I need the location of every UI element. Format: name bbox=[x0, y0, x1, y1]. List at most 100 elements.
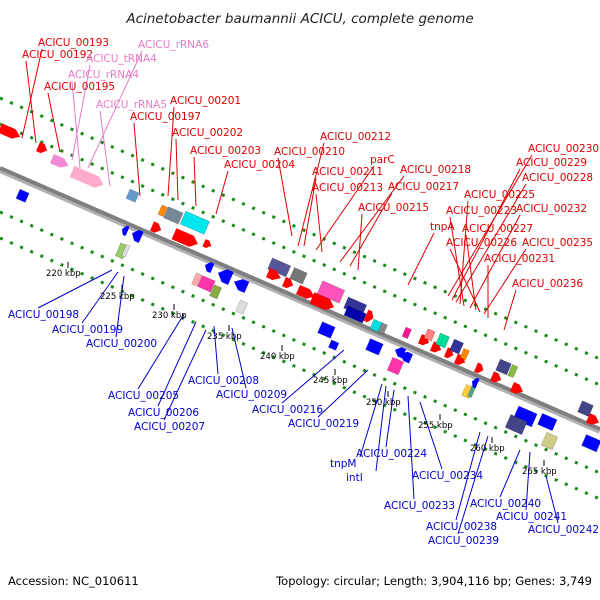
gene-feature bbox=[69, 165, 104, 188]
ruler-label: 260 kbp bbox=[470, 444, 505, 454]
bottom-label-leader bbox=[385, 389, 395, 448]
gene-arrow-forward bbox=[50, 154, 69, 168]
top-label-leader bbox=[25, 60, 37, 144]
gene-arrow-forward bbox=[363, 309, 374, 323]
accession-text: Accession: NC_010611 bbox=[8, 574, 139, 588]
ruler-label: 230 kbp bbox=[152, 311, 187, 321]
top-gene-label: ACICU_tRNA4 bbox=[86, 53, 157, 65]
gene-box bbox=[289, 267, 308, 285]
gene-feature bbox=[540, 431, 559, 451]
top-gene-label: ACICU_00227 bbox=[462, 223, 533, 235]
top-gene-label: ACICU_00204 bbox=[224, 159, 295, 171]
gene-box bbox=[504, 414, 528, 435]
gene-box bbox=[377, 322, 388, 335]
ruler-label: 220 kbp bbox=[46, 269, 81, 279]
bottom-label-leader bbox=[157, 321, 197, 407]
gene-arrow-forward bbox=[36, 141, 48, 154]
ruler-label: 245 kbp bbox=[313, 376, 348, 386]
gene-box bbox=[401, 326, 412, 340]
top-gene-label: parC bbox=[370, 154, 395, 166]
top-label-leader bbox=[71, 80, 81, 169]
gene-box bbox=[581, 434, 600, 453]
gene-feature bbox=[586, 413, 600, 425]
bottom-gene-label: ACICU_00200 bbox=[86, 338, 157, 350]
gene-feature bbox=[537, 413, 558, 432]
top-label-leader bbox=[71, 64, 91, 161]
ruler-label: 240 kbp bbox=[260, 352, 295, 362]
gene-feature bbox=[122, 225, 130, 237]
gene-features bbox=[0, 123, 600, 453]
label-leaders bbox=[21, 48, 559, 535]
top-label-leader bbox=[21, 48, 43, 139]
gene-box bbox=[316, 280, 346, 304]
bottom-gene-label: ACICU_00224 bbox=[356, 448, 427, 460]
top-gene-label: ACICU_00217 bbox=[388, 181, 459, 193]
gene-arrow-reverse bbox=[472, 377, 480, 389]
gene-feature bbox=[577, 400, 594, 417]
bottom-gene-label: ACICU_00208 bbox=[188, 375, 259, 387]
gene-arrow-reverse bbox=[205, 262, 215, 273]
top-gene-label: ACICU_rRNA4 bbox=[68, 69, 139, 81]
gene-box bbox=[507, 363, 519, 379]
bottom-gene-label: ACICU_00219 bbox=[288, 418, 359, 430]
gene-arrow-reverse bbox=[132, 229, 144, 243]
gene-arrow-forward bbox=[171, 228, 198, 247]
gene-feature bbox=[179, 210, 211, 235]
bottom-label-leader bbox=[213, 325, 219, 375]
gene-feature bbox=[0, 123, 21, 139]
gene-box bbox=[15, 188, 30, 203]
bottom-label-leader bbox=[419, 401, 443, 470]
gene-feature bbox=[309, 292, 335, 311]
gene-feature bbox=[218, 269, 234, 285]
gene-box bbox=[459, 347, 470, 361]
bottom-label-leader bbox=[359, 383, 383, 458]
gene-feature bbox=[15, 188, 30, 203]
gene-arrow-forward bbox=[266, 267, 281, 280]
top-gene-label: ACICU_rRNA5 bbox=[96, 99, 167, 111]
ruler-label: 225 kbp bbox=[100, 292, 135, 302]
gene-feature bbox=[365, 338, 384, 356]
top-gene-label: ACICU_00230 bbox=[528, 143, 599, 155]
gene-box bbox=[423, 328, 436, 342]
gene-arrow-forward bbox=[0, 123, 21, 139]
gene-box bbox=[317, 321, 336, 339]
bottom-label-leader bbox=[407, 395, 415, 500]
gene-feature bbox=[266, 267, 281, 280]
gene-feature bbox=[510, 382, 524, 394]
gene-box bbox=[328, 339, 340, 351]
gene-feature bbox=[507, 363, 519, 379]
bottom-gene-label: ACICU_00198 bbox=[8, 309, 79, 321]
bottom-label-leader bbox=[281, 349, 345, 404]
gene-feature bbox=[125, 188, 140, 203]
top-label-leader bbox=[357, 213, 363, 271]
gene-arrow-forward bbox=[150, 221, 162, 233]
bottom-gene-label: ACICU_00206 bbox=[128, 407, 199, 419]
bottom-gene-label: ACICU_00205 bbox=[108, 390, 179, 402]
gene-box bbox=[540, 431, 559, 451]
bottom-gene-label: ACICU_00216 bbox=[252, 404, 323, 416]
gene-box bbox=[121, 244, 131, 258]
top-gene-label: ACICU_00201 bbox=[170, 95, 241, 107]
ruler-label: 235 kbp bbox=[207, 332, 242, 342]
gene-feature bbox=[328, 339, 340, 351]
gene-feature bbox=[495, 358, 512, 376]
gene-feature bbox=[317, 321, 336, 339]
ruler-label: 265 kbp bbox=[522, 467, 557, 477]
gene-feature bbox=[459, 347, 470, 361]
top-gene-label: ACICU_00195 bbox=[44, 81, 115, 93]
top-label-leader bbox=[99, 110, 111, 187]
top-label-leader bbox=[349, 192, 393, 267]
gene-arrow-forward bbox=[296, 285, 315, 299]
bottom-label-leader bbox=[115, 275, 125, 338]
bottom-label-leader bbox=[457, 435, 489, 535]
bottom-label-leader bbox=[81, 271, 119, 324]
gene-feature bbox=[36, 141, 48, 154]
gene-feature bbox=[474, 362, 484, 374]
gene-feature bbox=[386, 356, 405, 376]
bottom-label-leader bbox=[317, 369, 369, 418]
gene-feature bbox=[343, 305, 367, 324]
top-gene-label: ACICU_00210 bbox=[274, 146, 345, 158]
top-gene-label: ACICU_00193 bbox=[38, 37, 109, 49]
bottom-gene-label: ACICU_00239 bbox=[428, 535, 499, 547]
gene-box bbox=[235, 299, 249, 315]
